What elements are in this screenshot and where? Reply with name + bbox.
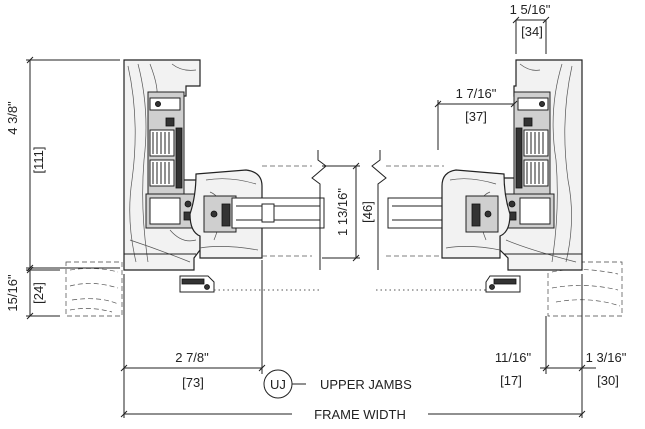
dim-top-right-fraction: 1 5/16" bbox=[510, 2, 551, 17]
dim-right-inner-fraction: 1 7/16" bbox=[456, 86, 497, 101]
dim-top-right-mm: [34] bbox=[521, 24, 543, 39]
dim-bottom-left-fraction: 2 7/8" bbox=[175, 350, 209, 365]
callout-text: UPPER JAMBS bbox=[320, 377, 412, 392]
dim-left-bottom-fraction: 15/16" bbox=[5, 274, 20, 312]
dimension-lines bbox=[26, 19, 596, 418]
dim-bottom-mid-right-mm: [17] bbox=[500, 373, 522, 388]
right-wall-extension bbox=[547, 261, 623, 317]
dim-sash-mm: [46] bbox=[360, 201, 375, 223]
dim-bottom-left-mm: [73] bbox=[182, 375, 204, 390]
dimension-ticks bbox=[26, 16, 586, 418]
dim-left-height-mm: [111] bbox=[31, 147, 46, 174]
dim-sash-fraction: 1 13/16" bbox=[335, 188, 350, 236]
dim-bottom-mid-right-fraction: 11/16" bbox=[495, 350, 532, 365]
upper-jambs-callout: UJ UPPER JAMBS bbox=[263, 369, 412, 399]
dim-bottom-right-mm: [30] bbox=[597, 373, 619, 388]
left-jamb-assembly bbox=[65, 59, 215, 317]
right-break-line bbox=[371, 150, 387, 270]
dim-left-height-fraction: 4 3/8" bbox=[5, 101, 20, 135]
left-break-line bbox=[311, 150, 327, 270]
dim-right-inner-mm: [37] bbox=[465, 109, 487, 124]
right-jamb-assembly bbox=[485, 59, 623, 317]
left-wall-extension bbox=[65, 261, 123, 317]
left-sash bbox=[189, 169, 263, 259]
frame-width-label: FRAME WIDTH bbox=[314, 407, 406, 422]
dim-left-bottom-mm: [24] bbox=[31, 282, 46, 304]
callout-code: UJ bbox=[270, 377, 286, 392]
right-sash bbox=[441, 169, 511, 259]
dim-bottom-right-fraction: 1 3/16" bbox=[586, 350, 627, 365]
